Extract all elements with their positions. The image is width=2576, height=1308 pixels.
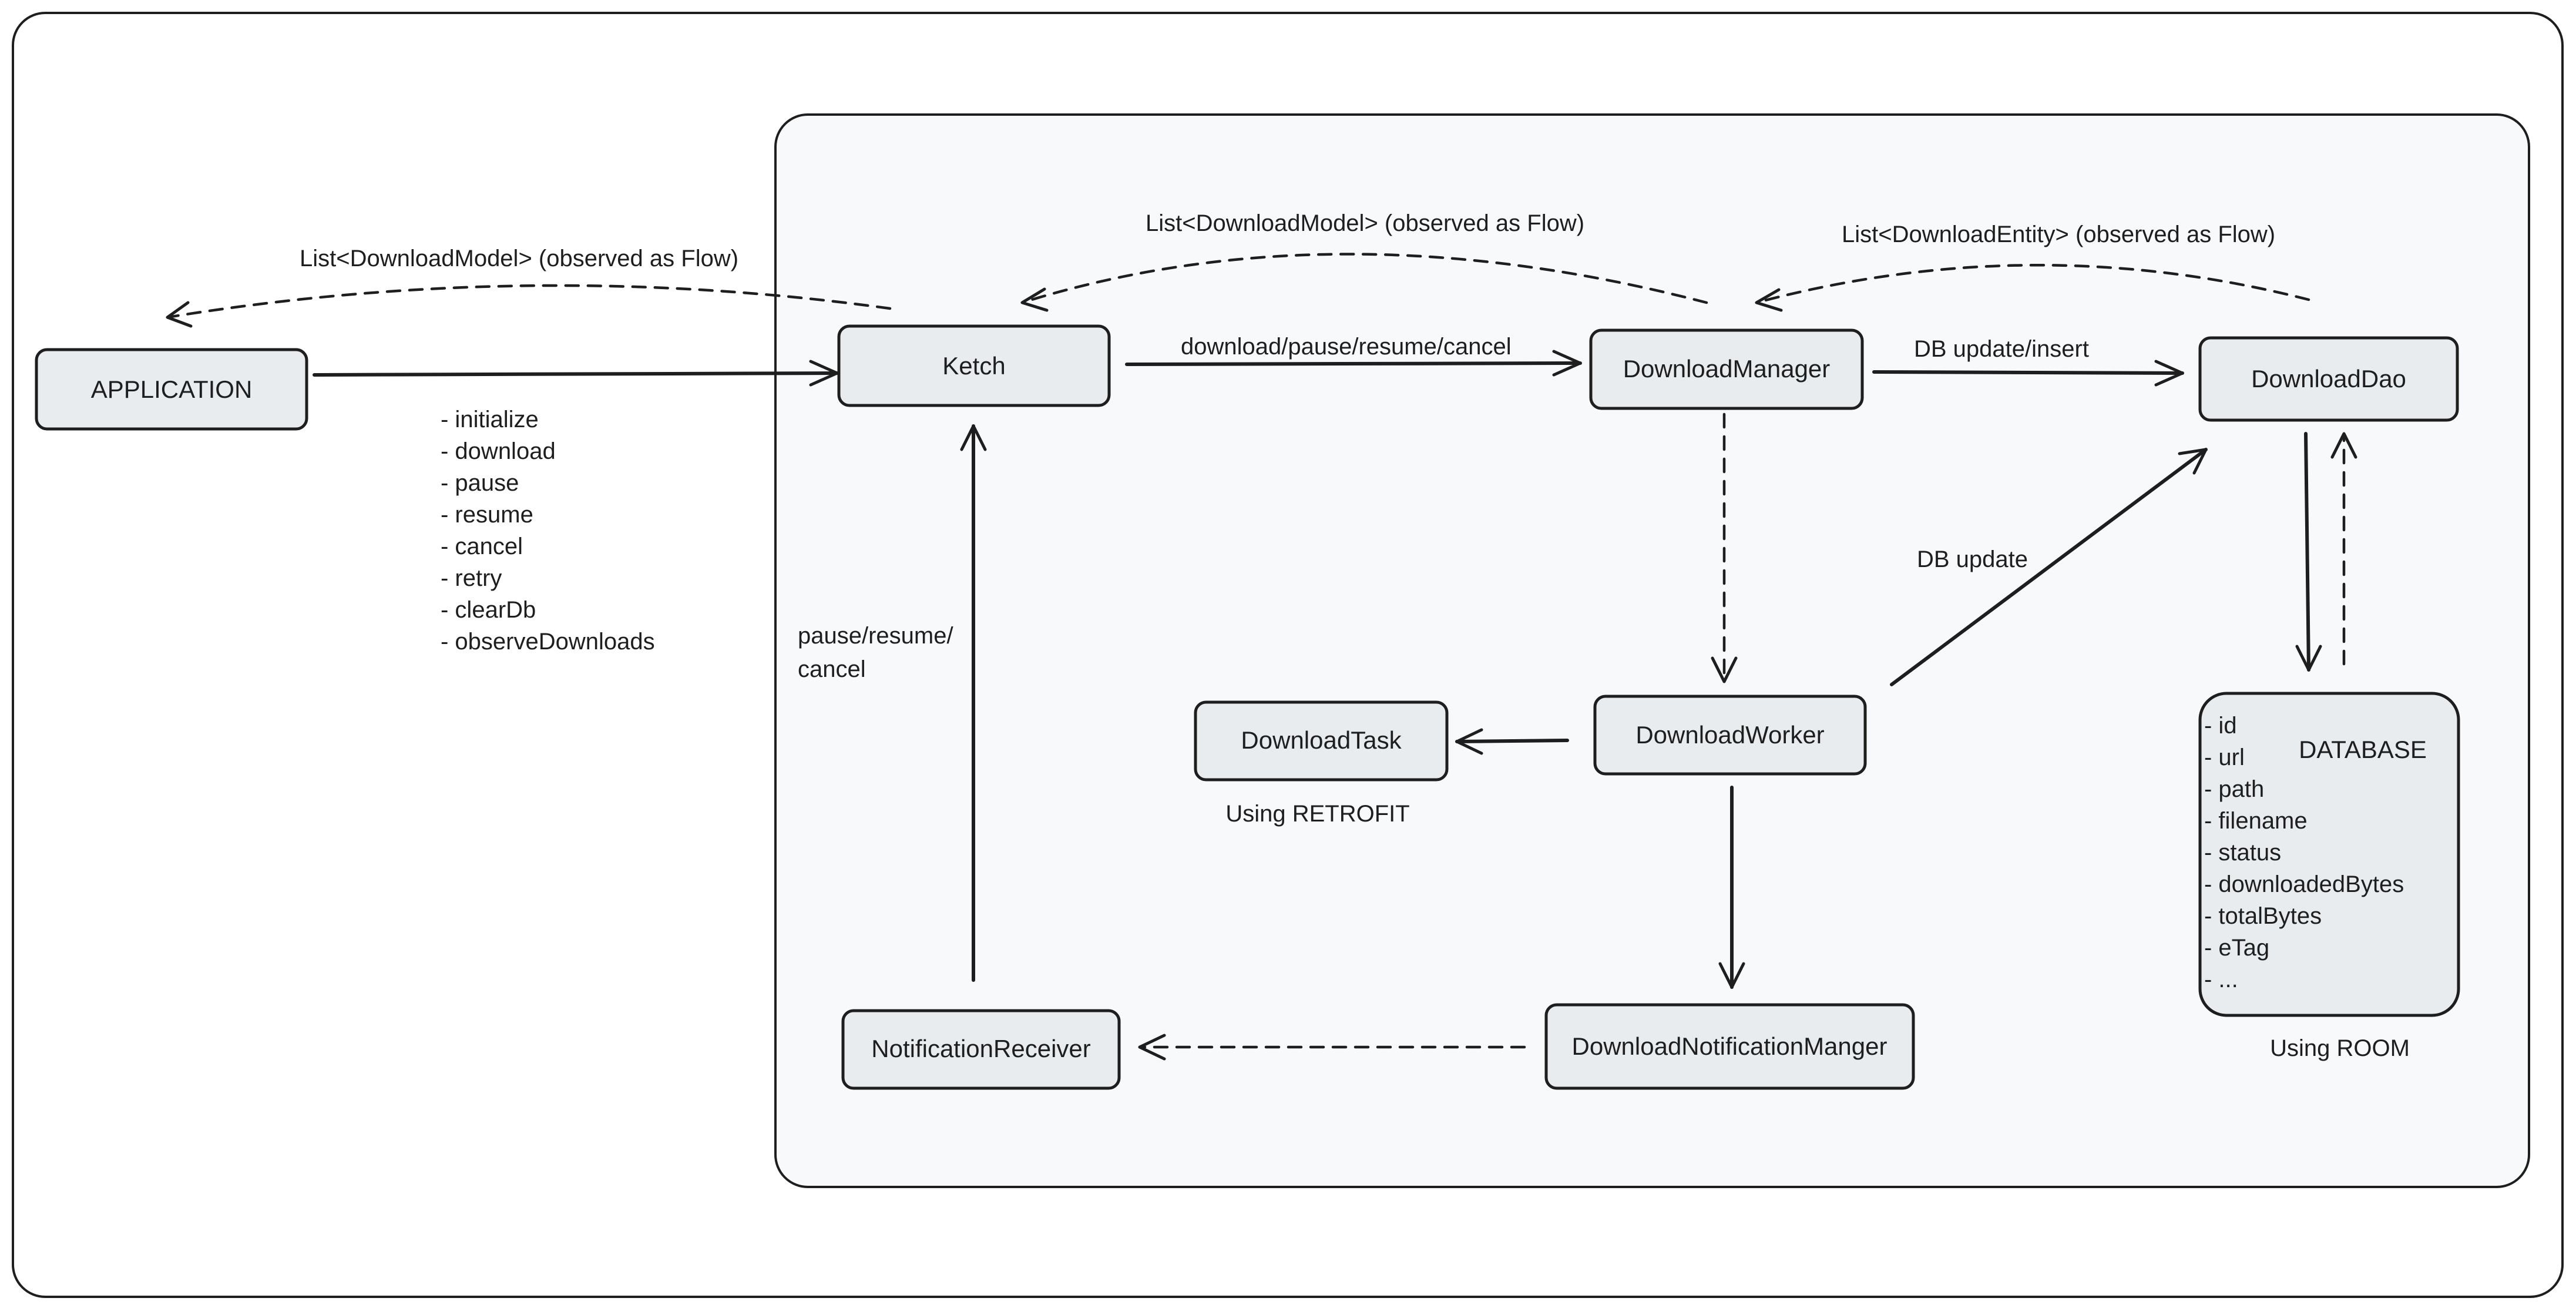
node-application-label: APPLICATION [91,375,253,403]
node-download-worker: DownloadWorker [1593,695,1867,776]
node-download-manager: DownloadManager [1589,328,1864,410]
list-item: - initialize [441,407,539,432]
edge-worker-to-task [1455,728,1569,755]
note-room: Using ROOM [2270,1035,2410,1061]
edge-application-to-ketch [313,360,839,387]
label-dao-observe: List<DownloadEntity> (observed as Flow) [1842,222,2275,247]
edge-ketch-to-application [166,284,892,328]
node-download-task-label: DownloadTask [1241,726,1402,754]
edge-manager-to-ketch [1020,253,1708,312]
list-item: - status [2204,840,2281,866]
edge-notification-manager-to-receiver [1138,1034,1526,1061]
list-item: - id [2204,713,2237,739]
list-item: - eTag [2204,935,2269,961]
list-item: - ... [2204,967,2238,992]
node-download-manager-label: DownloadManager [1623,355,1831,383]
label-ketch-observe: List<DownloadModel> (observed as Flow) [1146,210,1584,236]
node-database-label: DATABASE [2299,736,2427,763]
edge-ketch-to-manager [1125,350,1582,377]
node-download-dao: DownloadDao [2198,336,2459,422]
node-download-notification-manager-label: DownloadNotificationManger [1572,1032,1888,1060]
app-methods-list: - initialize - download - pause - resume… [441,407,655,655]
list-item: - resume [441,502,533,528]
database-fields-list: - id - url - path - filename - status - … [2204,713,2404,992]
list-item: - clearDb [441,597,536,623]
note-retrofit: Using RETROFIT [1225,801,1409,827]
list-item: - downloadedBytes [2204,871,2404,897]
node-ketch: Ketch [837,324,1111,407]
list-item: - download [441,438,556,464]
list-item: - observeDownloads [441,629,655,655]
label-receiver-to-ketch-line2: cancel [798,656,866,682]
list-item: - pause [441,470,519,496]
list-item: - path [2204,776,2264,802]
node-download-notification-manager: DownloadNotificationManger [1544,1003,1915,1090]
node-notification-receiver: NotificationReceiver [841,1009,1121,1090]
list-item: - url [2204,744,2245,770]
label-worker-to-dao: DB update [1917,546,2028,572]
node-database: DATABASE [2198,692,2460,1017]
edge-manager-to-dao [1872,360,2184,387]
edge-worker-to-notification-manager [1718,786,1745,989]
label-app-observe: List<DownloadModel> (observed as Flow) [300,246,738,271]
node-application: APPLICATION [35,348,308,431]
node-download-dao-label: DownloadDao [2251,365,2406,393]
node-notification-receiver-label: NotificationReceiver [871,1035,1091,1062]
label-receiver-to-ketch-line1: pause/resume/ [798,623,953,649]
library-container [774,113,2530,1188]
node-download-task: DownloadTask [1194,700,1449,782]
node-ketch-label: Ketch [942,352,1005,380]
label-ketch-to-manager: download/pause/resume/cancel [1181,334,1512,360]
node-download-worker-label: DownloadWorker [1635,721,1824,749]
edge-manager-to-worker [1711,412,1738,683]
list-item: - filename [2204,808,2308,834]
list-item: - totalBytes [2204,903,2322,929]
edge-receiver-to-ketch [960,424,987,982]
edge-dao-to-database [2295,432,2322,672]
edge-database-to-dao [2330,432,2357,666]
list-item: - cancel [441,534,523,559]
list-item: - retry [441,565,502,591]
edge-worker-to-dao [1890,448,2208,686]
edge-dao-to-manager [1755,263,2310,312]
label-manager-to-dao: DB update/insert [1914,336,2089,362]
